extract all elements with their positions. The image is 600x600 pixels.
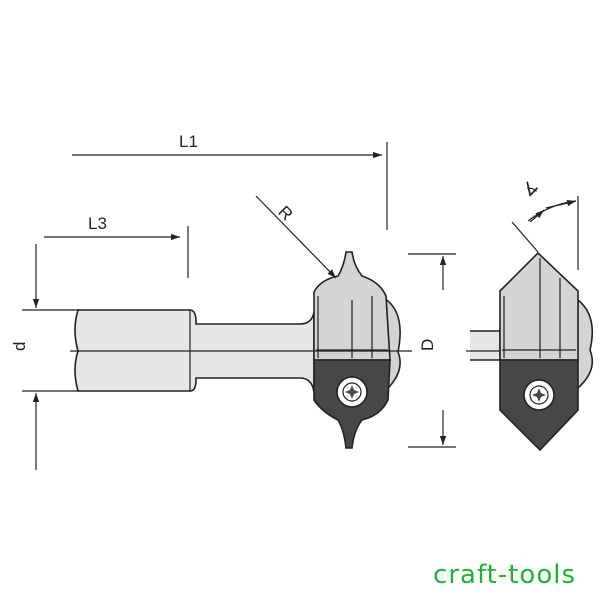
l3-label: L3 (88, 214, 107, 233)
cutter-head-front (470, 251, 594, 452)
d-large-label: D (418, 339, 437, 351)
front-view-lines (466, 258, 576, 358)
torx-screw-side (336, 376, 368, 408)
dimension-lines (22, 142, 579, 470)
cutter-head-lines (316, 296, 388, 358)
r-label: R (274, 202, 296, 224)
l1-label: L1 (179, 132, 198, 151)
d-small-label: d (10, 342, 29, 351)
angle-label: ∡ (518, 177, 542, 201)
torx-screw-front (523, 379, 555, 411)
brand-logo-text: craft-tools (433, 560, 576, 590)
